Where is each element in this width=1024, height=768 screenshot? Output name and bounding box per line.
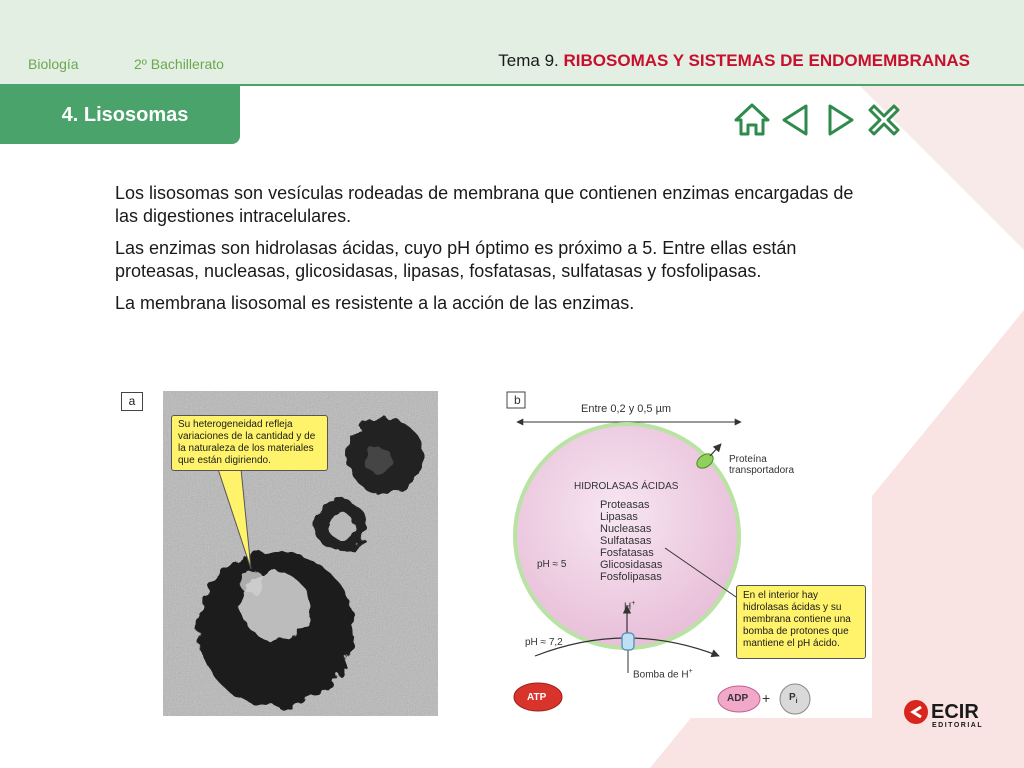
- content-text: Los lisosomas son vesículas rodeadas de …: [115, 182, 875, 324]
- paragraph-1: Los lisosomas son vesículas rodeadas de …: [115, 183, 854, 226]
- header-bar: Biología 2º Bachillerato Tema 9. RIBOSOM…: [0, 0, 1024, 86]
- protein-label-2: transportadora: [729, 465, 795, 476]
- figure-b-callout: En el interior hay hidrolasas ácidas y s…: [736, 585, 866, 659]
- topic-title: Tema 9. RIBOSOMAS Y SISTEMAS DE ENDOMEMB…: [498, 51, 970, 70]
- pump-label: Bomba de H+: [633, 668, 693, 681]
- plus-sign: +: [762, 690, 771, 706]
- logo-sub: EDITORIAL: [932, 722, 983, 729]
- navigation-buttons: [732, 100, 904, 140]
- proton-label: H+: [624, 600, 636, 613]
- enzyme-item: Proteasas: [600, 499, 650, 511]
- section-title-tab: 4. Lisosomas: [0, 86, 240, 144]
- enzyme-item: Nucleasas: [600, 523, 652, 535]
- enzyme-item: Lipasas: [600, 511, 638, 523]
- atp-label: ATP: [527, 692, 547, 703]
- enzyme-item: Fosfolipasas: [600, 571, 662, 583]
- triangle-left-icon[interactable]: [776, 100, 816, 140]
- enzyme-list: Proteasas Lipasas Nucleasas Sulfatasas F…: [600, 499, 662, 583]
- ph-inside: pH ≈ 5: [537, 559, 567, 570]
- adp-label: ADP: [727, 693, 749, 704]
- enzyme-item: Fosfatasas: [600, 547, 654, 559]
- enzyme-item: Glicosidasas: [600, 559, 663, 571]
- close-icon[interactable]: [864, 100, 904, 140]
- ph-outside: pH ≈ 7,2: [525, 637, 563, 648]
- lysosome-diagram: b Entre 0,2 y 0,5 µm Proteína transporta…: [505, 388, 872, 718]
- ecir-logo: ECIR EDITORIAL: [903, 697, 995, 736]
- size-label: Entre 0,2 y 0,5 µm: [581, 403, 672, 415]
- figure-a-callout: Su heterogeneidad refleja variaciones de…: [171, 415, 328, 471]
- figure-a-label: a: [121, 392, 143, 411]
- level-label: 2º Bachillerato: [134, 56, 224, 72]
- paragraph-3: La membrana lisosomal es resistente a la…: [115, 293, 635, 313]
- enzymes-title: HIDROLASAS ÁCIDAS: [574, 481, 679, 492]
- subject-label: Biología: [28, 56, 79, 72]
- pi-label: Pi: [789, 692, 798, 705]
- paragraph-2: Las enzimas son hidrolasas ácidas, cuyo …: [115, 238, 797, 281]
- triangle-right-icon[interactable]: [820, 100, 860, 140]
- micrograph-image: Su heterogeneidad refleja variaciones de…: [163, 391, 438, 716]
- logo-brand: ECIR: [931, 701, 979, 723]
- figure-b-label: b: [514, 393, 521, 407]
- protein-label-1: Proteína: [729, 454, 767, 465]
- enzyme-item: Sulfatasas: [600, 535, 652, 547]
- home-icon[interactable]: [732, 100, 772, 140]
